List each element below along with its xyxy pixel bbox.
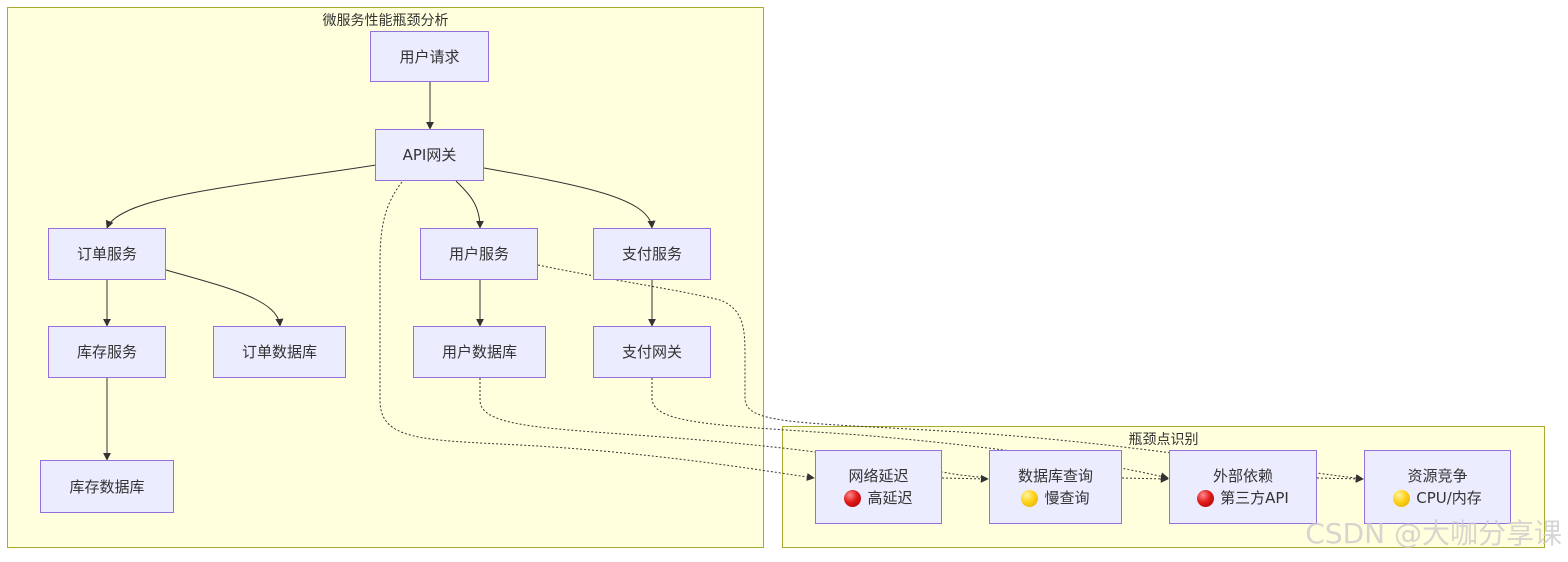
status-label: 高延迟 [867,489,913,507]
node-payment-service[interactable]: 支付服务 [593,228,711,280]
red-circle-icon [1197,489,1215,507]
yellow-circle-icon [1021,489,1039,507]
node-user-request[interactable]: 用户请求 [370,31,489,82]
node-title: 数据库查询 [1017,467,1093,485]
node-user-service[interactable]: 用户服务 [420,228,538,280]
node-order-db[interactable]: 订单数据库 [213,326,346,378]
red-circle-icon [844,489,862,507]
edge-gateway-to-network-latency [379,181,815,481]
node-payment-gateway[interactable]: 支付网关 [593,326,711,378]
node-title: 外部依赖 [1212,467,1273,485]
node-network-latency[interactable]: 网络延迟 高延迟 [815,450,942,524]
node-status: CPU/内存 [1393,487,1482,509]
node-resource-contention[interactable]: 资源竞争 CPU/内存 [1364,450,1511,524]
status-label: 第三方API [1220,489,1289,507]
node-label: 用户数据库 [441,343,517,361]
node-user-db[interactable]: 用户数据库 [413,326,546,378]
node-label: 库存服务 [76,343,137,361]
node-label: 用户服务 [448,245,509,263]
node-status: 慢查询 [1021,487,1090,509]
node-label: 库存数据库 [69,477,145,496]
cluster-title-bottleneck: 瓶颈点识别 [1128,432,1199,448]
node-label: 用户请求 [399,47,460,66]
node-inventory-service[interactable]: 库存服务 [48,326,166,378]
node-label: 支付服务 [621,245,682,263]
node-status: 高延迟 [844,487,913,509]
node-api-gateway[interactable]: API网关 [375,129,484,181]
yellow-circle-icon [1393,489,1411,507]
edge-db-query-to-external [1121,474,1169,483]
edge-gateway-to-payment [483,167,656,229]
cluster-title-analysis: 微服务性能瓶颈分析 [322,13,449,29]
node-external-dependency[interactable]: 外部依赖 第三方API [1169,450,1317,524]
edge-order-to-order-db [165,269,284,327]
edge-user-service-to-resource [537,264,1364,483]
node-label: 支付网关 [621,343,682,361]
edge-gateway-to-order [105,164,377,229]
status-label: CPU/内存 [1416,489,1482,507]
node-label: 订单数据库 [241,343,317,361]
node-title: 资源竞争 [1407,467,1468,485]
edge-network-to-db-query [941,474,989,483]
watermark: CSDN @大咖分享课 [1305,517,1562,550]
node-title: 网络延迟 [848,467,909,485]
node-label: 订单服务 [76,245,137,263]
node-status: 第三方API [1197,487,1289,509]
node-inventory-db[interactable]: 库存数据库 [40,460,174,513]
edge-gateway-to-user-service [455,180,484,229]
node-label: API网关 [402,146,457,164]
node-db-query[interactable]: 数据库查询 慢查询 [989,450,1122,524]
node-order-service[interactable]: 订单服务 [48,228,166,280]
status-label: 慢查询 [1044,489,1090,507]
